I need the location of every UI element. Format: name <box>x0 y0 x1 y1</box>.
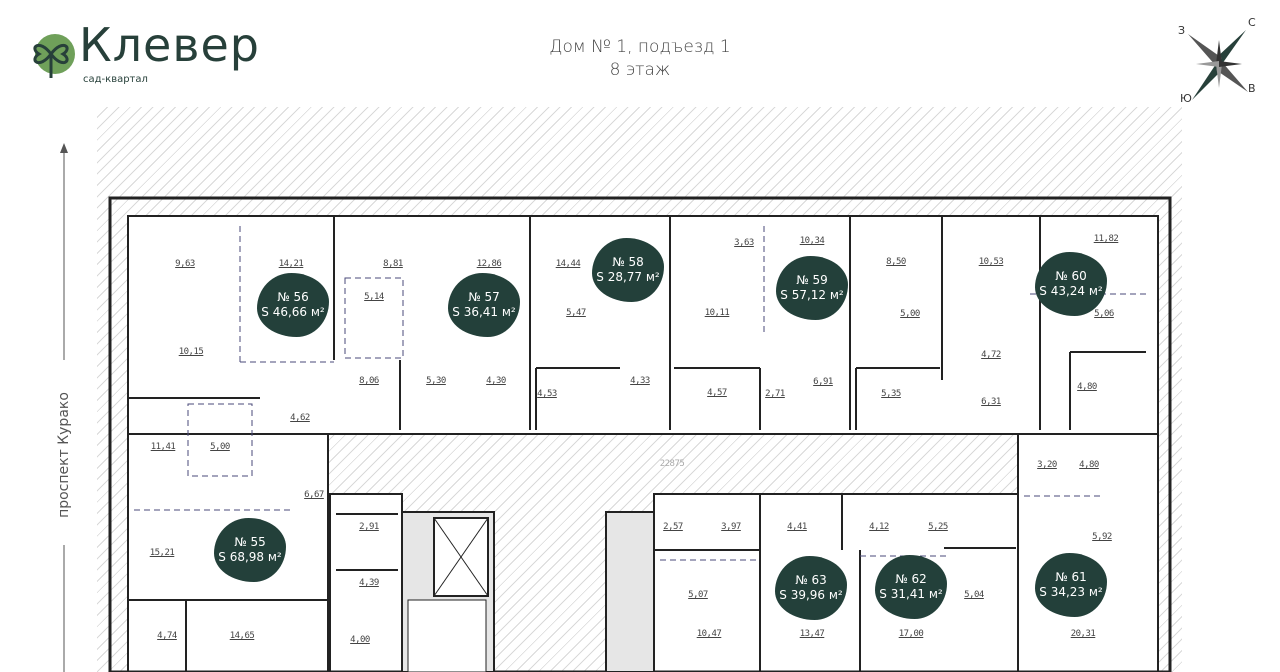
room-area: 2,91 <box>359 522 379 532</box>
room-area: 9,63 <box>175 259 195 269</box>
corridor-dimension: 22875 <box>659 459 685 469</box>
apartment-area: S 39,96 м² <box>779 588 843 602</box>
room-area: 4,39 <box>359 578 379 588</box>
room-area: 10,53 <box>978 257 1004 267</box>
room-area: 5,04 <box>964 590 984 600</box>
compass-east: В <box>1248 82 1256 95</box>
apartment-number: № 57 <box>468 290 500 304</box>
apartment-number: № 60 <box>1055 269 1087 283</box>
room-area: 14,21 <box>278 259 304 269</box>
room-area: 5,00 <box>210 442 230 452</box>
room-area: 4,74 <box>157 631 177 641</box>
apartment-number: № 56 <box>277 290 309 304</box>
room-area: 4,62 <box>290 413 310 423</box>
apartment-number: № 63 <box>795 573 827 587</box>
apartment-area: S 43,24 м² <box>1039 284 1103 298</box>
logo: Клевер сад-квартал <box>25 18 275 94</box>
room-area: 12,86 <box>476 259 502 269</box>
room-area: 15,21 <box>149 548 175 558</box>
room-area: 10,47 <box>696 629 722 639</box>
apartment-area: S 36,41 м² <box>452 305 516 319</box>
room-area: 4,00 <box>350 635 370 645</box>
street-label: проспект Курако <box>56 392 72 518</box>
room-area: 11,82 <box>1093 234 1119 244</box>
room-area: 6,67 <box>304 490 324 500</box>
room-area: 4,80 <box>1077 382 1097 392</box>
room-area: 8,81 <box>383 259 403 269</box>
room-area: 5,00 <box>900 309 920 319</box>
apartment-number: № 61 <box>1055 570 1087 584</box>
room-area: 11,41 <box>150 442 176 452</box>
room-area: 5,35 <box>881 389 901 399</box>
compass-rose-icon <box>1188 30 1248 100</box>
room-area: 5,06 <box>1094 309 1114 319</box>
room-area: 4,41 <box>787 522 807 532</box>
zone-dashes <box>134 226 1146 561</box>
walls <box>108 196 1172 672</box>
room-area: 3,97 <box>721 522 741 532</box>
room-area: 4,30 <box>486 376 506 386</box>
logo-subtitle: сад-квартал <box>83 74 148 85</box>
room-area: 14,44 <box>555 259 581 269</box>
room-area: 10,34 <box>799 236 825 246</box>
room-area: 6,91 <box>813 377 833 387</box>
room-area: 3,20 <box>1037 460 1057 470</box>
room-area: 6,31 <box>981 397 1001 407</box>
logo-name: Клевер <box>79 18 260 72</box>
stair-elevator-core <box>401 511 655 672</box>
room-area: 10,15 <box>178 347 204 357</box>
room-area: 4,33 <box>630 376 650 386</box>
room-area: 4,80 <box>1079 460 1099 470</box>
room-area: 5,25 <box>928 522 948 532</box>
compass-west: З <box>1178 24 1186 37</box>
room-area: 10,11 <box>704 308 730 318</box>
room-area: 17,00 <box>898 629 924 639</box>
compass-south: Ю <box>1180 92 1192 105</box>
apartment-number: № 55 <box>234 535 266 549</box>
room-area: 8,50 <box>886 257 906 267</box>
room-area: 20,31 <box>1070 629 1096 639</box>
apartment-area: S 68,98 м² <box>218 550 282 564</box>
room-area: 3,63 <box>734 238 754 248</box>
room-area: 2,57 <box>663 522 683 532</box>
compass-north: С <box>1248 16 1256 29</box>
room-area: 4,53 <box>537 389 557 399</box>
apartment-area: S 46,66 м² <box>261 305 325 319</box>
page-title: Дом № 1, подъезд 1 8 этаж <box>480 36 800 82</box>
room-area: 5,07 <box>688 590 708 600</box>
building-entrance: Дом № 1, подъезд 1 <box>549 37 731 57</box>
apartment-area: S 57,12 м² <box>780 288 844 302</box>
floor-label: 8 этаж <box>609 60 671 80</box>
room-area: 5,30 <box>426 376 446 386</box>
street-arrow-icon <box>60 143 68 153</box>
apartment-number: № 58 <box>612 255 644 269</box>
room-area: 4,72 <box>981 350 1001 360</box>
apartment-area: S 34,23 м² <box>1039 585 1103 599</box>
room-area: 14,65 <box>229 631 255 641</box>
room-area: 13,47 <box>799 629 825 639</box>
room-area: 4,57 <box>707 388 727 398</box>
compass: З С В Ю <box>1176 16 1262 108</box>
room-area: 2,71 <box>765 389 785 399</box>
room-area: 5,92 <box>1092 532 1112 542</box>
apartment-number: № 62 <box>895 572 927 586</box>
clover-icon <box>33 34 75 78</box>
apartment-area: S 28,77 м² <box>596 270 660 284</box>
apartment-area: S 31,41 м² <box>879 587 943 601</box>
room-area: 5,47 <box>566 308 586 318</box>
apartment-number: № 59 <box>796 273 828 287</box>
room-area: 4,12 <box>869 522 889 532</box>
room-area: 5,14 <box>364 292 384 302</box>
room-area: 8,06 <box>359 376 379 386</box>
